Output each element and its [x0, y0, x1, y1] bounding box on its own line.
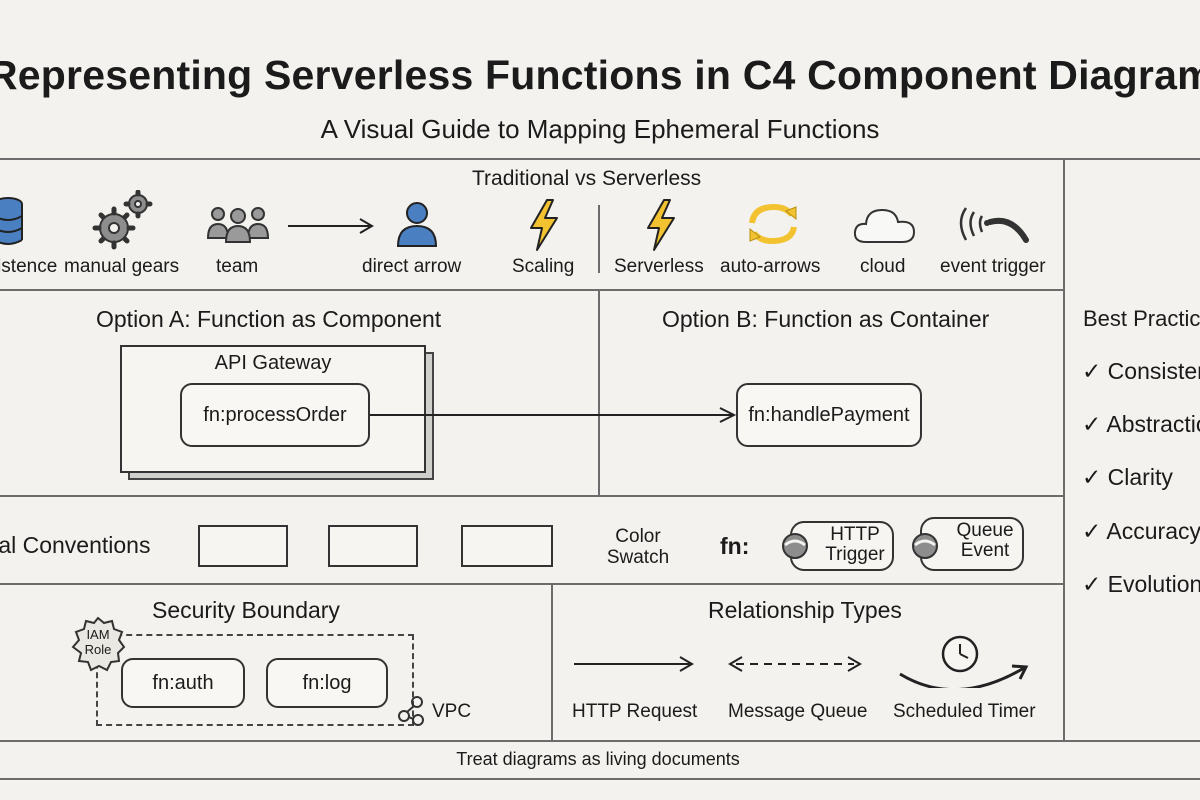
team-icon: [206, 207, 270, 243]
direct-arrow-icon: [288, 218, 374, 234]
divider-footer: [0, 778, 1200, 780]
label-serverless: Serverless: [614, 256, 704, 277]
divider-right-column: [1063, 158, 1065, 740]
lightning-icon: [647, 199, 675, 251]
option-a-title: Option A: Function as Component: [96, 306, 442, 332]
vpc-icon: [398, 696, 424, 726]
check-icon: ✓: [1082, 411, 1107, 437]
conventions-title: Visual Conventions: [0, 532, 151, 558]
fn-process-order-box: fn:processOrder: [180, 383, 370, 447]
lightning-icon: [530, 199, 558, 251]
fn-log-box: fn:log: [266, 658, 388, 708]
trigger-icon: [782, 533, 808, 559]
fn-prefix-label: fn:: [720, 533, 750, 559]
http-request-arrow: [574, 656, 694, 672]
label-http-request: HTTP Request: [572, 701, 698, 722]
option-b-title: Option B: Function as Container: [662, 306, 990, 332]
scheduled-timer-arrow: [899, 635, 1029, 688]
divider-top: [0, 158, 1200, 160]
label-auto-arrows: auto-arrows: [720, 256, 821, 277]
divider-comparison-mid: [598, 205, 600, 273]
color-swatch-label: Color Swatch: [606, 526, 670, 568]
comparison-title: Traditional vs Serverless: [472, 167, 702, 190]
process-to-payment-arrow: [370, 407, 737, 423]
iam-role-label: IAM Role: [84, 627, 112, 657]
label-event-trigger: event trigger: [940, 256, 1046, 277]
practice-item: ✓ Consistency: [1082, 358, 1200, 384]
check-icon: ✓: [1082, 358, 1108, 384]
vpc-label: VPC: [432, 701, 472, 722]
iam-role-badge: [71, 616, 126, 672]
label-scheduled-timer: Scheduled Timer: [893, 701, 1036, 722]
database-icon: [0, 197, 23, 245]
page-title: Representing Serverless Functions in C4 …: [0, 52, 1200, 98]
label-direct-arrow: direct arrow: [362, 256, 462, 277]
check-icon: ✓: [1082, 571, 1108, 597]
practice-item: ✓ Abstraction: [1082, 411, 1200, 437]
label-persistence: Persistence: [0, 256, 58, 277]
check-icon: ✓: [1082, 464, 1108, 490]
message-queue-arrow: [728, 656, 862, 672]
trigger-icon: [912, 533, 938, 559]
practice-item: ✓ Evolution: [1082, 571, 1200, 597]
label-message-queue: Message Queue: [728, 701, 868, 722]
practice-item: ✓ Accuracy: [1082, 518, 1200, 544]
fn-auth-box: fn:auth: [121, 658, 245, 708]
person-icon: [396, 202, 438, 247]
cloud-icon: [853, 208, 916, 243]
divider-options: [598, 289, 600, 495]
check-icon: ✓: [1082, 518, 1107, 544]
option-a-container-label: API Gateway: [214, 352, 332, 374]
divider-options-bottom: [0, 495, 1063, 497]
gears-icon: [92, 190, 153, 250]
convention-swatch: [328, 525, 418, 567]
security-title: Security Boundary: [152, 597, 340, 623]
divider-bottom-mid: [551, 583, 553, 740]
convention-swatch: [198, 525, 288, 567]
label-cloud: cloud: [860, 256, 906, 277]
label-manual-gears: manual gears: [64, 256, 180, 277]
footer-note: Treat diagrams as living documents: [456, 749, 740, 769]
page-subtitle: A Visual Guide to Mapping Ephemeral Func…: [320, 114, 880, 144]
divider-bottom: [0, 740, 1200, 742]
event-trigger-icon: [959, 207, 1029, 243]
divider-conventions-bottom: [0, 583, 1063, 585]
fn-handle-payment-box: fn:handlePayment: [736, 383, 922, 447]
sync-arrows-icon: [749, 203, 797, 245]
label-scaling: Scaling: [512, 256, 575, 277]
practice-item: ✓ Clarity: [1082, 464, 1173, 490]
security-boundary: [96, 634, 414, 726]
divider-comparison: [0, 289, 1063, 291]
relationships-title: Relationship Types: [708, 597, 902, 623]
label-team: team: [216, 256, 259, 277]
best-practices-title: Best Practices: [1083, 306, 1200, 331]
convention-swatch: [461, 525, 553, 567]
